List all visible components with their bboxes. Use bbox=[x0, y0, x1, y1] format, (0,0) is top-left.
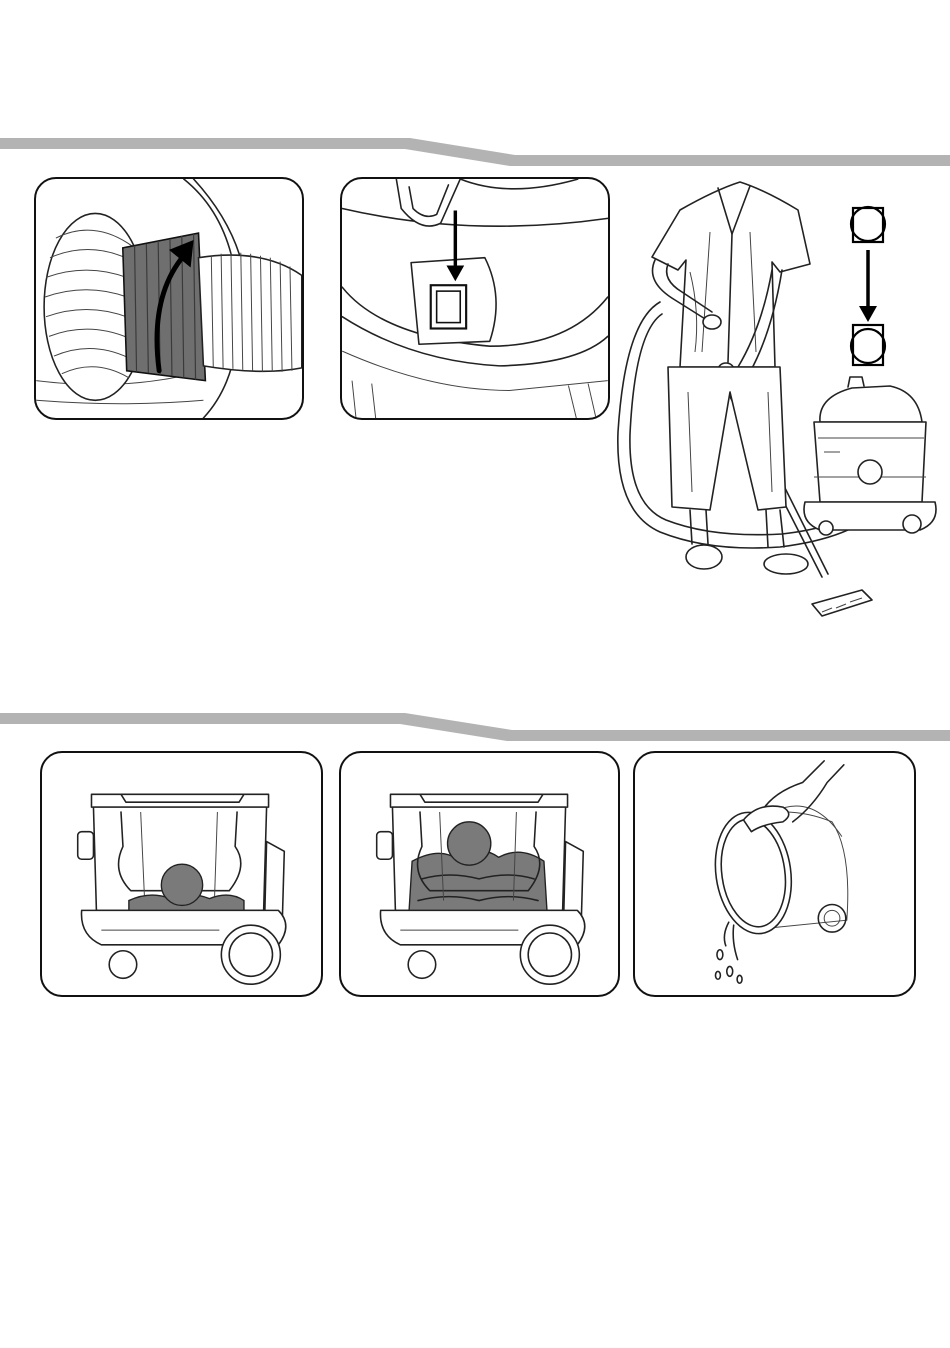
tank-pouring-illustration bbox=[635, 753, 914, 995]
tank-full-water-panel bbox=[339, 751, 620, 997]
section-band-bottom bbox=[0, 708, 950, 748]
hose-connect-panel bbox=[34, 177, 304, 420]
tank-pouring-panel bbox=[633, 751, 916, 997]
section-band-top bbox=[0, 132, 950, 172]
tank-full-water-illustration bbox=[341, 753, 618, 995]
wet-vacuuming-illustration bbox=[600, 172, 950, 627]
hose-connect-illustration bbox=[36, 179, 302, 418]
pour-water-icon bbox=[715, 922, 742, 983]
band-shape bbox=[0, 713, 950, 741]
power-switch-panel bbox=[340, 177, 610, 420]
tank-low-water-illustration bbox=[42, 753, 321, 995]
power-switch-illustration bbox=[342, 179, 608, 418]
tank-low-water-panel bbox=[40, 751, 323, 997]
band-shape bbox=[0, 138, 950, 166]
switch-off-to-on-icon bbox=[851, 207, 885, 365]
